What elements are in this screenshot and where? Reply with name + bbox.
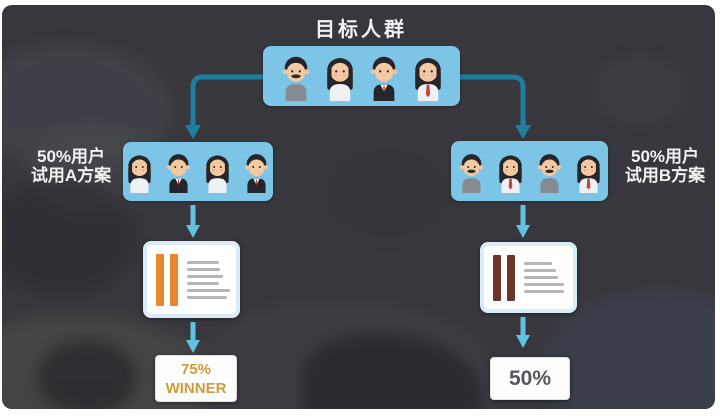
target-audience-box (263, 46, 460, 106)
result-a-percent: 75% (180, 360, 212, 378)
variant-a-text-lines (187, 260, 230, 299)
avatar-man-mustache-icon (537, 153, 561, 193)
variant-b-bars-icon (493, 254, 515, 301)
result-a-box: 75% WINNER (155, 355, 237, 402)
target-audience-label: 目标人群 (315, 19, 407, 41)
avatar-man-mustache-icon (282, 56, 309, 101)
map-landmass-blob (592, 55, 687, 125)
text-line (524, 269, 556, 272)
group-b-label-line1: 50%用户 (630, 147, 700, 166)
text-line (187, 267, 220, 271)
text-line (524, 276, 558, 279)
avatar-woman-icon (326, 57, 353, 101)
text-line (187, 281, 219, 285)
metric-bar-icon (170, 253, 178, 306)
result-a-winner-label: WINNER (165, 379, 227, 397)
text-line (187, 295, 227, 299)
avatar-woman-icon (127, 155, 152, 193)
text-line (524, 290, 564, 293)
avatar-man-mustache-icon (459, 153, 483, 193)
avatar-woman-tie-icon (414, 57, 441, 101)
variant-a-bars-icon (156, 253, 178, 306)
map-landmass-blob (2, 180, 137, 295)
text-line (187, 260, 219, 264)
variant-b-card (480, 242, 577, 313)
map-landmass-blob (322, 145, 452, 240)
map-landmass-blob (37, 340, 137, 409)
avatar-woman-tie-icon (498, 154, 522, 193)
result-b-percent: 50% (508, 366, 552, 390)
group-a-label-line2: 试用A方案 (30, 166, 112, 185)
avatar-woman-icon (205, 155, 230, 193)
text-line (187, 288, 230, 292)
text-line (524, 283, 564, 286)
text-line (187, 274, 223, 278)
metric-bar-icon (507, 254, 515, 301)
avatar-man-suit-icon (370, 56, 397, 101)
group-a-label: 50%用户 试用A方案 (16, 147, 126, 185)
avatar-man-suit-icon (166, 154, 191, 193)
metric-bar-icon (493, 254, 501, 301)
text-line (524, 262, 552, 265)
group-a-label-line1: 50%用户 (36, 147, 106, 166)
metric-bar-icon (156, 253, 164, 306)
group-b-box (451, 141, 608, 201)
variant-a-card (143, 241, 240, 318)
group-b-label: 50%用户 试用B方案 (610, 147, 720, 185)
avatar-man-suit-icon (244, 154, 269, 193)
avatar-woman-tie-icon (576, 154, 600, 193)
variant-b-text-lines (524, 262, 564, 293)
result-b-box: 50% (490, 357, 570, 400)
group-a-box (123, 142, 273, 201)
group-b-label-line2: 试用B方案 (624, 166, 706, 185)
